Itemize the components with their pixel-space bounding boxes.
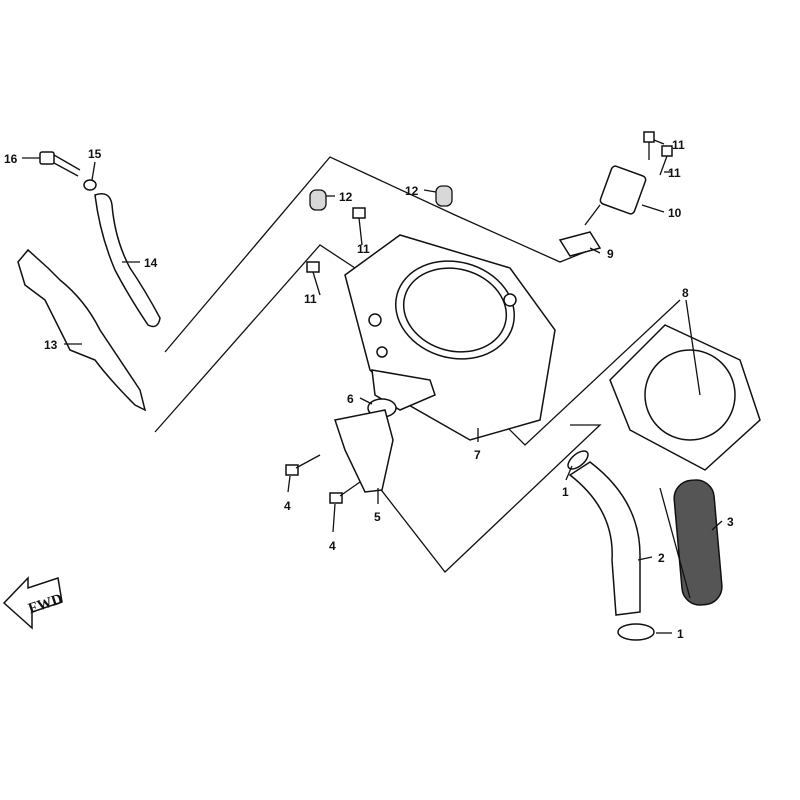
- assembly-boundary-line: [504, 299, 681, 446]
- callout-5: 5: [374, 510, 381, 524]
- callout-6: 6: [347, 392, 354, 406]
- part-4-bolt: [285, 454, 321, 476]
- forward-direction-arrow: FWD: [2, 576, 65, 630]
- callout-14: 14: [144, 256, 158, 270]
- assembly-boundary-line: [164, 156, 586, 353]
- part-11-bolt: [643, 131, 655, 160]
- callout-7: 7: [474, 448, 481, 462]
- part-5-intake-pipe: [334, 409, 394, 493]
- part-15-washer: [83, 179, 97, 191]
- part-11-bolt: [352, 207, 366, 246]
- callout-1: 1: [677, 627, 684, 641]
- callout-10: 10: [668, 206, 682, 220]
- part-9-tensioner-gasket: [558, 231, 602, 257]
- part-8-cylinder-gasket: [609, 324, 761, 471]
- part-11-bolt: [306, 261, 321, 296]
- callout-11: 11: [672, 138, 685, 152]
- part-16-bolt: [39, 151, 81, 177]
- part-1-hose-clamp: [567, 450, 589, 470]
- callout-13: 13: [44, 338, 58, 352]
- part-4-bolt: [329, 481, 361, 504]
- part-13-chain-guide: [17, 248, 147, 412]
- part-14-tensioner-guide: [94, 193, 161, 328]
- callout-11: 11: [357, 242, 370, 256]
- callout-4: 4: [284, 499, 291, 513]
- callout-9: 9: [607, 247, 614, 261]
- leader-lines: [22, 139, 723, 634]
- callout-3: 3: [727, 515, 734, 529]
- part-7-cylinder: [344, 234, 556, 441]
- part-2-hose: [568, 461, 641, 616]
- callout-11: 11: [668, 166, 681, 180]
- part-12-dowel-pin: [309, 189, 327, 211]
- part-12-dowel-pin: [435, 185, 453, 207]
- callout-2: 2: [658, 551, 665, 565]
- part-10-cam-chain-tensioner: [584, 165, 647, 226]
- callout-12: 12: [405, 184, 419, 198]
- callout-11: 11: [304, 292, 317, 306]
- part-1-hose-clamp: [617, 623, 655, 641]
- callout-16: 16: [4, 152, 18, 166]
- callout-1: 1: [562, 485, 569, 499]
- callout-15: 15: [88, 147, 102, 161]
- part-11-bolt: [659, 145, 673, 176]
- callout-8: 8: [682, 286, 689, 300]
- part-3-filter-screen: [659, 479, 723, 606]
- callout-4: 4: [329, 539, 336, 553]
- assembly-boundary-line: [154, 244, 356, 433]
- callout-12: 12: [339, 190, 353, 204]
- assembly-boundary-line: [374, 424, 602, 573]
